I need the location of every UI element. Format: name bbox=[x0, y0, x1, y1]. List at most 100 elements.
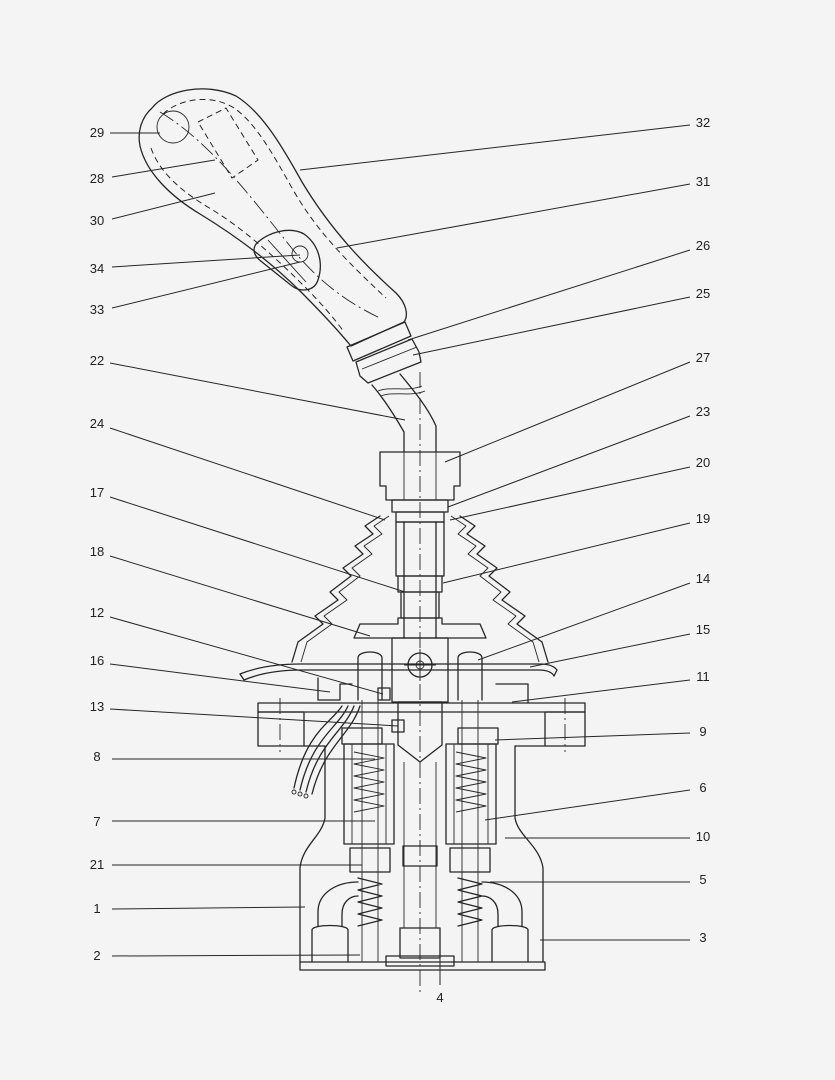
shaft-break-mark-2 bbox=[380, 390, 426, 397]
leader-line bbox=[111, 906, 306, 910]
callout-label: 16 bbox=[90, 653, 104, 668]
callout-label: 29 bbox=[90, 125, 104, 140]
leader-line bbox=[477, 582, 691, 661]
callout-label: 17 bbox=[90, 485, 104, 500]
grip-collar bbox=[346, 321, 412, 362]
bellows-left-outer bbox=[291, 515, 381, 663]
leader-line bbox=[111, 254, 301, 268]
leader-line bbox=[529, 633, 691, 668]
leader-line bbox=[511, 679, 691, 703]
callout-label: 30 bbox=[90, 213, 104, 228]
leader-lines-right bbox=[299, 124, 691, 941]
mounting-ear-left bbox=[257, 711, 305, 747]
callout-label: 25 bbox=[696, 286, 710, 301]
cover-plate bbox=[239, 663, 558, 681]
leader-line bbox=[336, 183, 691, 249]
wire bbox=[293, 705, 343, 789]
right-bracket bbox=[495, 683, 529, 704]
shaft-right-edge bbox=[399, 373, 437, 453]
grip-internal-module bbox=[197, 107, 259, 179]
callout-label: 20 bbox=[696, 455, 710, 470]
port-right-body bbox=[491, 924, 529, 963]
callout-label: 7 bbox=[93, 814, 100, 829]
grip-inner-contour-right bbox=[162, 98, 387, 299]
base-plate bbox=[299, 961, 546, 971]
grip-outline bbox=[138, 88, 407, 347]
wire bbox=[311, 705, 361, 795]
leader-line bbox=[109, 555, 371, 637]
callout-label: 24 bbox=[90, 416, 104, 431]
callout-label: 33 bbox=[90, 302, 104, 317]
callout-label: 19 bbox=[696, 511, 710, 526]
leader-line bbox=[109, 362, 406, 421]
grip-trigger-button bbox=[253, 229, 321, 291]
leader-line bbox=[412, 296, 691, 356]
bellows-right-inner bbox=[450, 515, 540, 663]
grip-axis-line bbox=[159, 111, 381, 319]
cover-plate-ends bbox=[239, 669, 558, 681]
leader-line bbox=[299, 124, 691, 171]
sleeve-spring-right bbox=[455, 751, 487, 813]
actuator-cam bbox=[397, 701, 443, 763]
spring-seat-right bbox=[449, 847, 491, 873]
callout-label: 14 bbox=[696, 571, 710, 586]
port-right-channel-a bbox=[481, 881, 523, 927]
callout-label: 26 bbox=[696, 238, 710, 253]
leader-line bbox=[111, 954, 361, 957]
leader-line bbox=[109, 663, 331, 693]
leader-line bbox=[442, 522, 691, 584]
leader-line bbox=[109, 616, 384, 695]
leader-line bbox=[444, 361, 691, 463]
plunger-left bbox=[341, 651, 395, 962]
leader-line bbox=[447, 415, 691, 508]
cable-bundle bbox=[291, 705, 361, 799]
leader-line bbox=[109, 496, 406, 593]
plunger-right bbox=[445, 651, 499, 962]
port-right bbox=[481, 881, 529, 963]
callout-label: 2 bbox=[93, 948, 100, 963]
shaft-coupling bbox=[379, 451, 461, 501]
return-spring-left bbox=[357, 877, 383, 927]
leader-line bbox=[449, 466, 691, 521]
lock-nut-edge bbox=[361, 346, 418, 370]
left-bracket bbox=[317, 677, 353, 701]
port-right-channel-b bbox=[481, 895, 499, 927]
small-seal-left bbox=[377, 687, 391, 701]
callout-label: 21 bbox=[90, 857, 104, 872]
callout-label: 5 bbox=[699, 872, 706, 887]
callout-label: 8 bbox=[93, 749, 100, 764]
leader-lines-left bbox=[109, 132, 406, 957]
shaft-break-mark bbox=[377, 385, 423, 392]
bellows-left-inner bbox=[300, 515, 390, 663]
lever-shaft bbox=[371, 373, 437, 639]
leader-line bbox=[407, 249, 691, 341]
cover-plate-top bbox=[239, 663, 558, 675]
housing-left-wall bbox=[299, 745, 326, 963]
leader-line bbox=[109, 427, 386, 521]
return-spring-right bbox=[457, 877, 483, 927]
callout-label: 11 bbox=[696, 669, 710, 684]
wire bbox=[299, 705, 349, 791]
trigger-edge bbox=[267, 239, 307, 283]
leader-line bbox=[111, 261, 301, 309]
wire bbox=[305, 705, 355, 793]
callout-label: 4 bbox=[436, 990, 443, 1005]
bellows-boot bbox=[291, 515, 549, 663]
trigger-pivot bbox=[291, 245, 309, 263]
callout-label: 22 bbox=[90, 353, 104, 368]
callout-label: 15 bbox=[696, 622, 710, 637]
callout-label: 10 bbox=[696, 829, 710, 844]
bellows-right-outer bbox=[459, 515, 549, 663]
callout-label: 12 bbox=[90, 605, 104, 620]
callout-label: 31 bbox=[696, 174, 710, 189]
plunger-right-head bbox=[457, 651, 483, 701]
leader-line bbox=[111, 159, 216, 178]
callout-labels-left: 29 28 30 34 33 22 24 17 18 12 16 13 8 7 … bbox=[90, 125, 104, 963]
handle-grip bbox=[138, 88, 407, 347]
callout-label: 28 bbox=[90, 171, 104, 186]
callout-label: 9 bbox=[699, 724, 706, 739]
callout-label: 6 bbox=[699, 780, 706, 795]
spring-seat-left bbox=[349, 847, 391, 873]
seal-right bbox=[457, 727, 499, 745]
